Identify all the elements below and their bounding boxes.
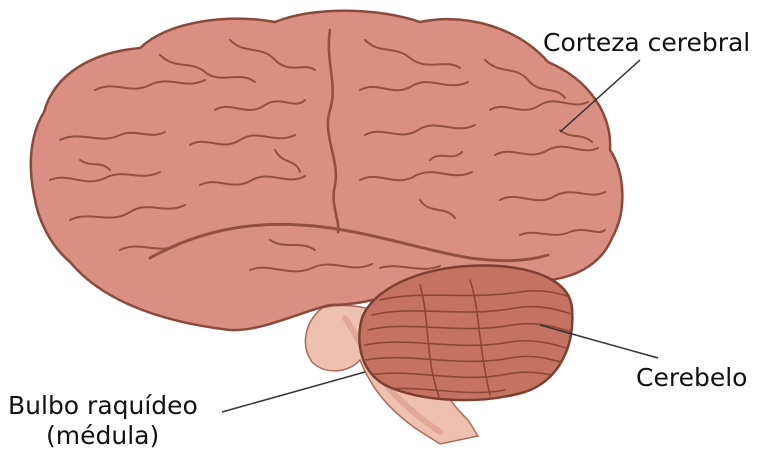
label-cerebellum: Cerebelo [636, 363, 747, 393]
leader-line-brainstem [222, 372, 365, 412]
label-brainstem-line2: (médula) [8, 421, 198, 451]
label-brainstem: Bulbo raquídeo (médula) [8, 391, 198, 451]
cerebellum [359, 266, 585, 401]
label-cortex: Corteza cerebral [543, 28, 750, 58]
label-brainstem-line1: Bulbo raquídeo [8, 391, 198, 421]
